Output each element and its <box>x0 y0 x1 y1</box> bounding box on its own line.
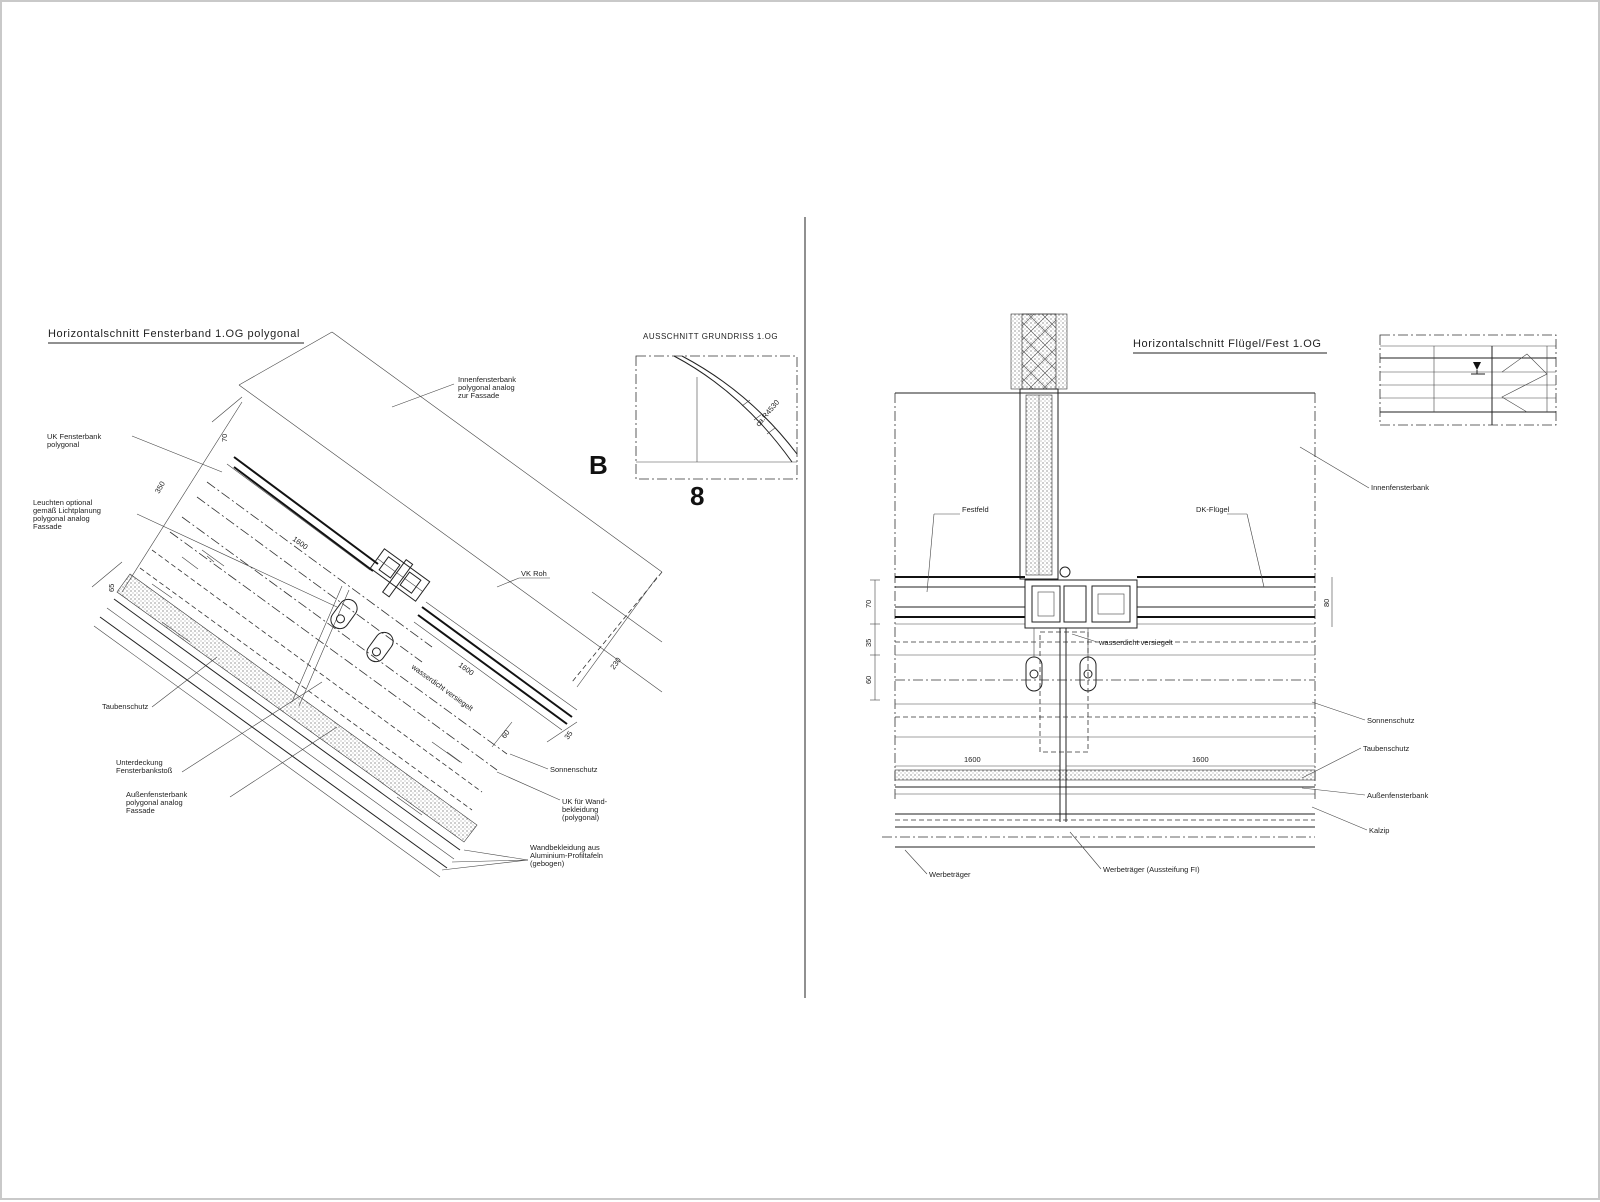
right-title: Horizontalschnitt Flügel/Fest 1.OG <box>1133 338 1322 350</box>
dim-70: 70 <box>220 434 229 442</box>
svg-text:(gebogen): (gebogen) <box>530 859 565 868</box>
svg-text:Werbeträger (Aussteifung FI): Werbeträger (Aussteifung FI) <box>1103 865 1200 874</box>
label-taubenschutz-left: Taubenschutz <box>102 656 218 711</box>
svg-text:Kalzip: Kalzip <box>1369 826 1389 835</box>
dim-r-1600-b: 1600 <box>1192 755 1209 764</box>
wall-column <box>1019 388 1059 580</box>
svg-text:Taubenschutz: Taubenschutz <box>102 702 149 711</box>
label-sonnenschutz-right: Sonnenschutz <box>1311 701 1415 725</box>
svg-text:Taubenschutz: Taubenschutz <box>1363 744 1410 753</box>
dim-r-35: 35 <box>864 639 873 647</box>
svg-text:VK Roh: VK Roh <box>521 569 547 578</box>
right-detail: Horizontalschnitt Flügel/Fest 1.OG <box>864 313 1557 879</box>
label-aussenfensterbank-left: Außenfensterbank polygonal analog Fassad… <box>126 726 338 815</box>
svg-text:(polygonal): (polygonal) <box>562 813 600 822</box>
left-detail: Horizontalschnitt Fensterband 1.OG polyg… <box>33 328 663 878</box>
label-sonnenschutz-left: Sonnenschutz <box>509 753 598 774</box>
elevation-thumbnail <box>1379 334 1557 426</box>
svg-text:Außenfensterbank: Außenfensterbank <box>1367 791 1429 800</box>
svg-text:Werbeträger: Werbeträger <box>929 870 971 879</box>
svg-text:polygonal: polygonal <box>47 440 79 449</box>
svg-text:Sonnenschutz: Sonnenschutz <box>550 765 598 774</box>
bracket-right-1 <box>1025 628 1043 692</box>
svg-text:bekleidung: bekleidung <box>562 805 598 814</box>
section-marker-letter: B <box>589 450 608 480</box>
svg-text:gemäß Lichtplanung: gemäß Lichtplanung <box>33 506 101 515</box>
svg-text:Unterdeckung: Unterdeckung <box>116 758 163 767</box>
label-dk-fluegel: DK-Flügel <box>1196 505 1265 588</box>
svg-text:Wandbekleidung aus: Wandbekleidung aus <box>530 843 600 852</box>
svg-text:Innenfensterbank: Innenfensterbank <box>1371 483 1429 492</box>
inset-frame <box>635 355 798 480</box>
taubenschutz-layer <box>894 769 1316 781</box>
dim-r-60: 60 <box>864 676 873 684</box>
svg-text:polygonal analog: polygonal analog <box>33 514 90 523</box>
svg-text:wasserdicht versiegelt: wasserdicht versiegelt <box>1098 638 1174 647</box>
dim-65: 65 <box>107 584 116 592</box>
label-uk-wandbekleidung: UK für Wand- bekleidung (polygonal) <box>496 771 608 822</box>
dim-1600-b: 1600 <box>457 660 476 677</box>
svg-text:Sonnenschutz: Sonnenschutz <box>1367 716 1415 725</box>
inset-radius-label: ca.R4530 <box>754 398 782 428</box>
glazing-left <box>233 456 379 565</box>
glazing-right <box>421 606 573 718</box>
label-festfeld: Festfeld <box>926 505 989 593</box>
mullion-profile-right <box>1024 566 1138 822</box>
label-unterdeckung: Unterdeckung Fensterbankstoß <box>116 681 323 775</box>
bracket-1 <box>330 598 358 630</box>
glazing-festfeld <box>895 576 1025 625</box>
dim-35: 35 <box>562 729 574 741</box>
svg-text:Fensterbankstoß: Fensterbankstoß <box>116 766 173 775</box>
dim-1600-a: 1600 <box>291 534 310 551</box>
dim-350: 350 <box>153 480 167 495</box>
dim-60: 60 <box>499 728 511 740</box>
label-taubenschutz-right: Taubenschutz <box>1301 744 1410 779</box>
svg-text:polygonal analog: polygonal analog <box>126 798 183 807</box>
svg-text:DK-Flügel: DK-Flügel <box>1196 505 1230 514</box>
svg-text:polygonal analog: polygonal analog <box>458 383 515 392</box>
svg-text:UK für Wand-: UK für Wand- <box>562 797 608 806</box>
dim-r-70: 70 <box>864 600 873 608</box>
label-wandbekleidung: Wandbekleidung aus Aluminium-Profiltafel… <box>441 843 603 871</box>
mullion-profile <box>369 548 431 602</box>
label-aussenfensterbank-right: Außenfensterbank <box>1301 787 1429 800</box>
label-werbetraeger: Werbeträger <box>904 849 971 879</box>
diagonal-section <box>91 331 663 878</box>
dim-r-1600-a: 1600 <box>964 755 981 764</box>
svg-text:Fassade: Fassade <box>126 806 155 815</box>
svg-text:Innenfensterbank: Innenfensterbank <box>458 375 516 384</box>
svg-text:Aluminium-Profiltafeln: Aluminium-Profiltafeln <box>530 851 603 860</box>
svg-text:Fassade: Fassade <box>33 522 62 531</box>
label-vk-roh: VK Roh <box>496 569 550 588</box>
inset-plan: AUSSCHNITT GRUNDRISS 1.OG ca.R4530 B 8 <box>589 332 798 511</box>
left-title: Horizontalschnitt Fensterband 1.OG polyg… <box>48 328 300 340</box>
label-innenfensterbank: Innenfensterbank polygonal analog zur Fa… <box>391 375 516 408</box>
label-werbetraeger-aussteifung: Werbeträger (Aussteifung FI) <box>1069 831 1200 874</box>
svg-text:Leuchten optional: Leuchten optional <box>33 498 93 507</box>
dim-r-80: 80 <box>1322 599 1331 607</box>
exterior-sill-hatch <box>116 573 478 843</box>
label-uk-fensterbank: UK Fensterbank polygonal <box>47 432 223 473</box>
section-marker-number: 8 <box>690 481 704 511</box>
label-innenfensterbank-right: Innenfensterbank <box>1299 446 1429 492</box>
inset-title: AUSSCHNITT GRUNDRISS 1.OG <box>643 332 778 341</box>
svg-text:UK Fensterbank: UK Fensterbank <box>47 432 101 441</box>
label-wasserdicht-right: wasserdicht versiegelt <box>1071 633 1174 647</box>
glazing-dk-fluegel <box>1137 576 1315 625</box>
dim-230: 230 <box>608 656 623 671</box>
bracket-2 <box>366 631 394 663</box>
label-kalzip: Kalzip <box>1311 806 1389 835</box>
label-leuchten: Leuchten optional gemäß Lichtplanung pol… <box>33 498 338 608</box>
svg-text:Außenfensterbank: Außenfensterbank <box>126 790 188 799</box>
svg-text:zur Fassade: zur Fassade <box>458 391 499 400</box>
svg-text:Festfeld: Festfeld <box>962 505 989 514</box>
